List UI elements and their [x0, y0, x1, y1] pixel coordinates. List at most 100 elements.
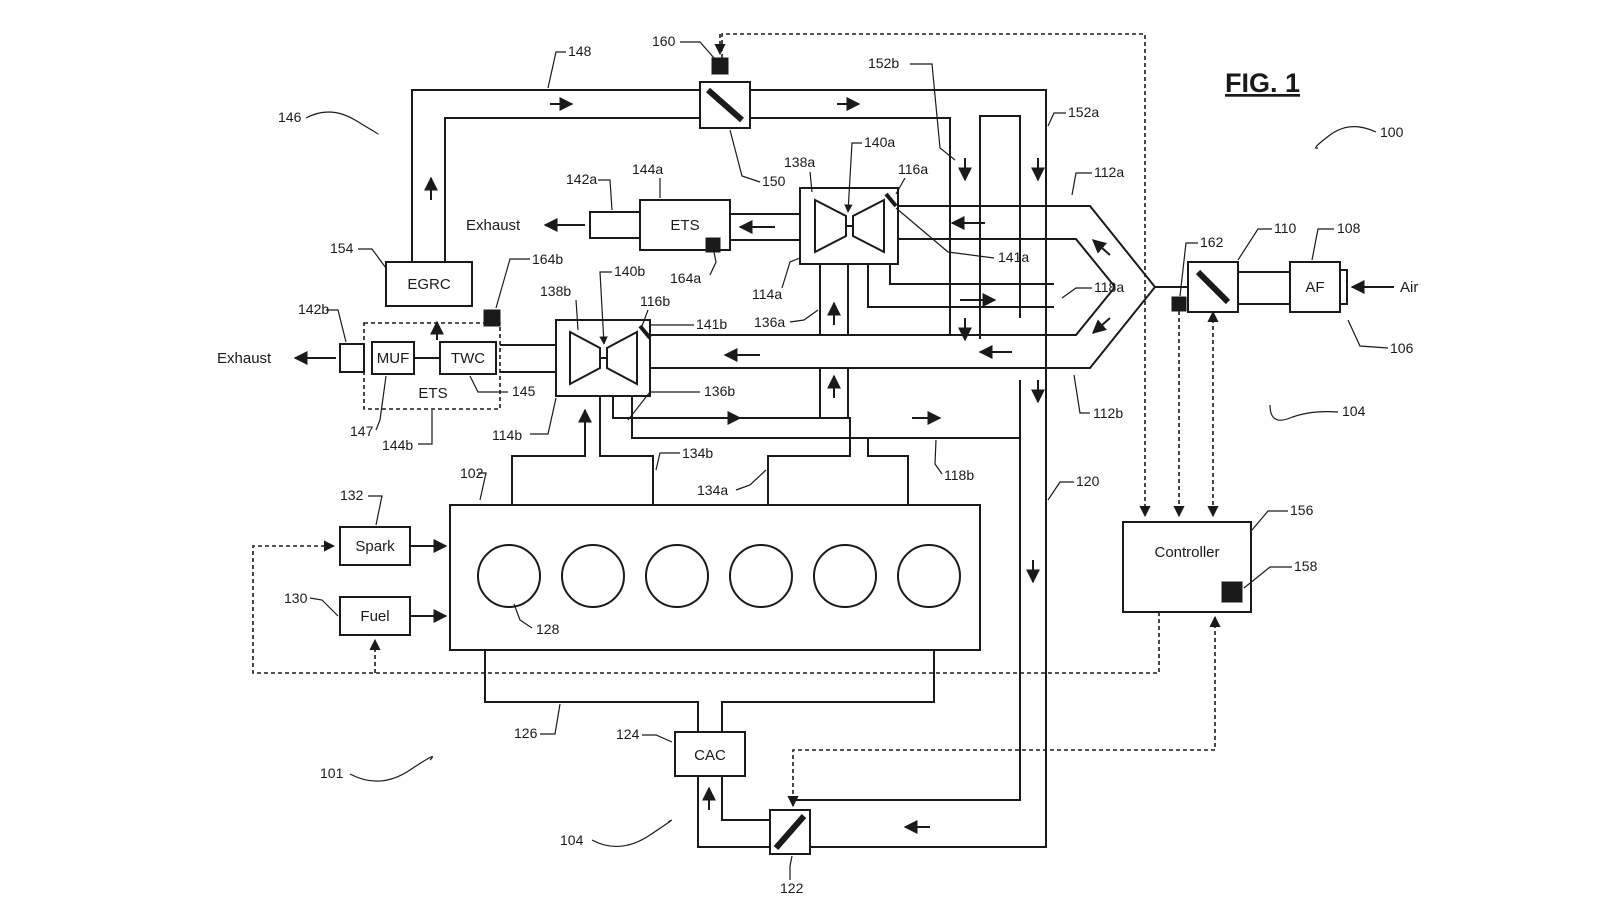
ref-120: 120 — [1076, 473, 1100, 489]
ref-141a: 141a — [998, 249, 1029, 265]
ref-134a: 134a — [697, 482, 728, 498]
controller-section: Controller — [1123, 522, 1251, 612]
ref-142b: 142b — [298, 301, 329, 317]
ref-152a: 152a — [1068, 104, 1099, 120]
leader-164b — [496, 259, 530, 308]
leader-122 — [790, 856, 792, 880]
ref-147: 147 — [350, 423, 374, 439]
leader-120 — [1048, 482, 1074, 500]
ref-140a: 140a — [864, 134, 895, 150]
ref-114a: 114a — [752, 286, 782, 302]
ref-101: 101 — [320, 765, 344, 781]
ref-104-lower: 104 — [560, 832, 584, 848]
ref-144b: 144b — [382, 437, 413, 453]
throttle-to-cac-duct — [698, 776, 770, 847]
flow-arrow-112b — [1093, 318, 1110, 333]
ets-lower-assembly: ETS MUF TWC Exhaust — [217, 310, 500, 409]
ref-142a: 142a — [566, 171, 597, 187]
leader-134b — [656, 453, 680, 470]
turbocharger-upper: ETS Exhaust — [466, 188, 898, 264]
reference-labels: 100 101 102 104 104 106 108 110 112a 112… — [278, 33, 1414, 896]
controller-label: Controller — [1154, 544, 1219, 561]
leader-114a — [782, 258, 800, 288]
ref-132: 132 — [340, 487, 364, 503]
ref-122: 122 — [780, 880, 804, 896]
ref-148: 148 — [568, 43, 592, 59]
leader-150 — [730, 130, 760, 182]
leader-136a — [790, 310, 818, 322]
muffler-label: MUF — [377, 350, 410, 367]
egr-cooler-label: EGRC — [407, 276, 451, 293]
sensor-160-square — [712, 58, 728, 74]
ref-110: 110 — [1274, 220, 1297, 236]
leader-116a — [896, 178, 905, 194]
ref-128: 128 — [536, 621, 560, 637]
ref-112a: 112a — [1094, 164, 1124, 180]
leader-152a — [1048, 113, 1066, 126]
twc-label: TWC — [451, 350, 485, 367]
ets-lower-label: ETS — [418, 385, 447, 402]
leader-110 — [1238, 229, 1272, 260]
flow-arrow-112a — [1093, 240, 1110, 255]
intake-manifold-126 — [485, 650, 934, 732]
engine-102-box — [450, 505, 980, 650]
ref-158: 158 — [1294, 558, 1318, 574]
ref-112b: 112b — [1093, 405, 1123, 421]
exhaust-manifold-134a-right — [868, 380, 1020, 505]
ref-145: 145 — [512, 383, 536, 399]
ref-160: 160 — [652, 33, 676, 49]
ref-134b: 134b — [682, 445, 713, 461]
leader-156 — [1252, 511, 1288, 530]
leader-108 — [1312, 229, 1334, 260]
ref-154: 154 — [330, 240, 354, 256]
ref-136b: 136b — [704, 383, 735, 399]
spark-label: Spark — [355, 538, 395, 555]
leader-118b — [935, 440, 942, 474]
leader-112a — [1072, 173, 1092, 195]
leader-154 — [358, 249, 386, 268]
ref-114b: 114b — [492, 427, 522, 443]
leader-106 — [1348, 320, 1388, 348]
spark-fuel: Spark Fuel — [340, 527, 446, 635]
leader-152b — [910, 64, 955, 160]
turbo-b-exhaust-duct — [500, 345, 556, 372]
ref-116a: 116a — [898, 161, 928, 177]
engine-block — [450, 505, 980, 650]
ref-140b: 140b — [614, 263, 645, 279]
ref-162: 162 — [1200, 234, 1224, 250]
leader-164a — [710, 252, 716, 275]
ref-124: 124 — [616, 726, 640, 742]
ref-138a: 138a — [784, 154, 815, 170]
sensor-158-square — [1222, 582, 1242, 602]
exhaust-lower-label: Exhaust — [217, 350, 272, 367]
ref-144a: 144a — [632, 161, 663, 177]
leader-147 — [376, 376, 386, 430]
charge-duct-118a-lower — [890, 264, 1054, 284]
leader-112b — [1074, 375, 1090, 413]
cac-label: CAC — [694, 747, 726, 764]
sensor-162-square — [1172, 297, 1186, 311]
leader-114b — [530, 398, 556, 434]
sensor-164b-square — [484, 310, 500, 326]
air-filter-label: AF — [1305, 279, 1324, 296]
leader-134a — [736, 470, 766, 490]
leader-142a — [598, 180, 612, 210]
leader-118a — [1062, 288, 1092, 298]
leader-146 — [306, 112, 378, 134]
ref-136a: 136a — [754, 314, 785, 330]
air-in-label: Air — [1400, 279, 1418, 296]
ref-108: 108 — [1337, 220, 1361, 236]
ref-138b: 138b — [540, 283, 571, 299]
intake-section: AF Air — [1172, 262, 1418, 312]
ref-100: 100 — [1380, 124, 1404, 140]
leader-130 — [310, 598, 338, 616]
exhaust-manifold-134a-left — [613, 396, 850, 505]
leader-132 — [368, 496, 382, 525]
throttle-to-filter-duct — [1238, 272, 1290, 304]
leader-144b — [418, 410, 432, 444]
ref-118b: 118b — [944, 467, 974, 483]
ref-152b: 152b — [868, 55, 899, 71]
leader-160 — [680, 42, 714, 58]
ref-156: 156 — [1290, 502, 1314, 518]
